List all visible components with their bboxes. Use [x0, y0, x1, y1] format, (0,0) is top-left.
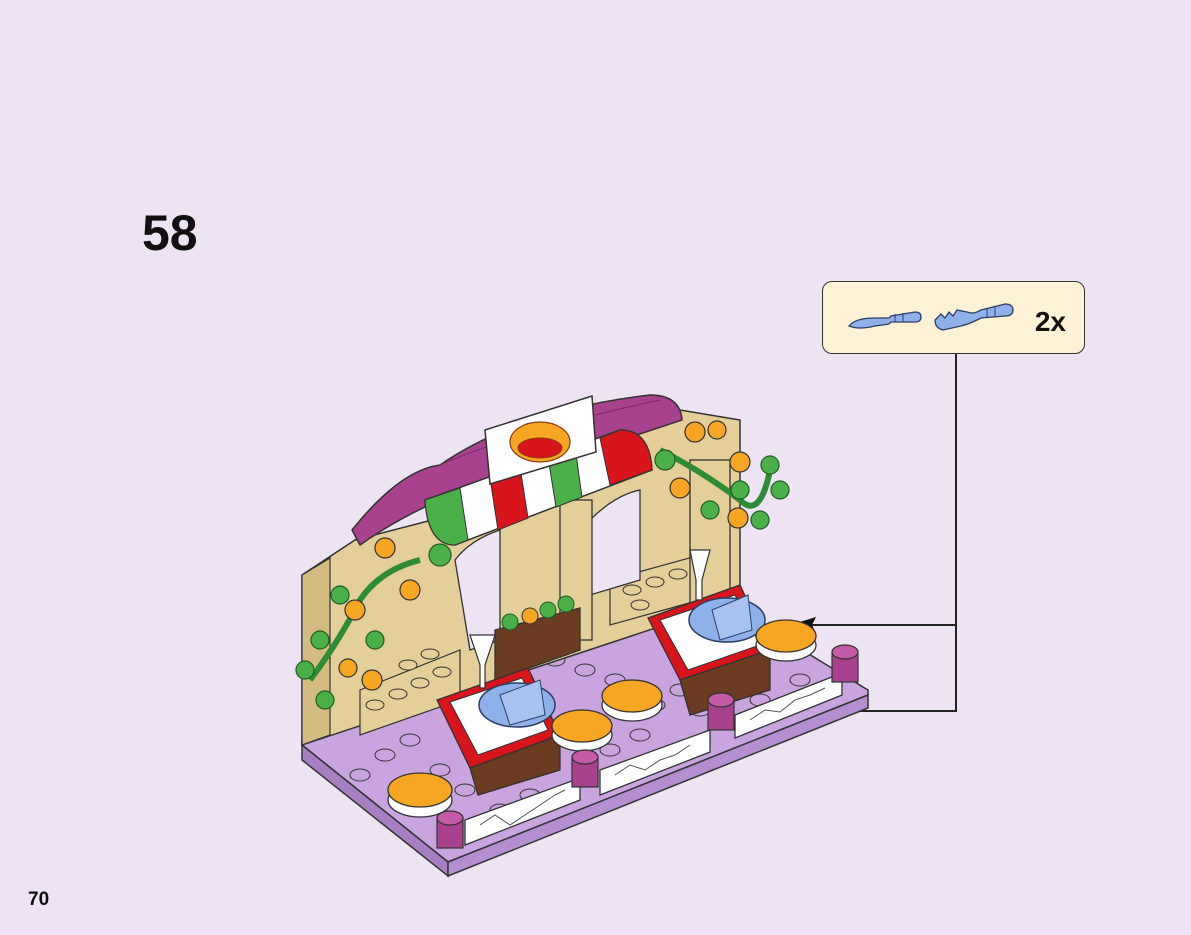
flowers [338, 420, 751, 691]
pizza-sign [484, 394, 597, 485]
posts [436, 644, 859, 849]
wall-studs [365, 568, 688, 711]
fence-panels [464, 672, 843, 846]
fork-icon [934, 303, 1014, 331]
vines [295, 447, 790, 710]
awning [424, 429, 653, 546]
table-right [647, 549, 771, 716]
parts-count: 2x [1034, 306, 1066, 337]
page-number: 70 [28, 889, 50, 910]
planter [494, 595, 581, 681]
stools [387, 619, 817, 818]
step-number: 58 [142, 205, 198, 261]
parts-callout: 2x [822, 281, 1085, 354]
knife-icon [847, 311, 922, 329]
table-left [436, 634, 561, 796]
